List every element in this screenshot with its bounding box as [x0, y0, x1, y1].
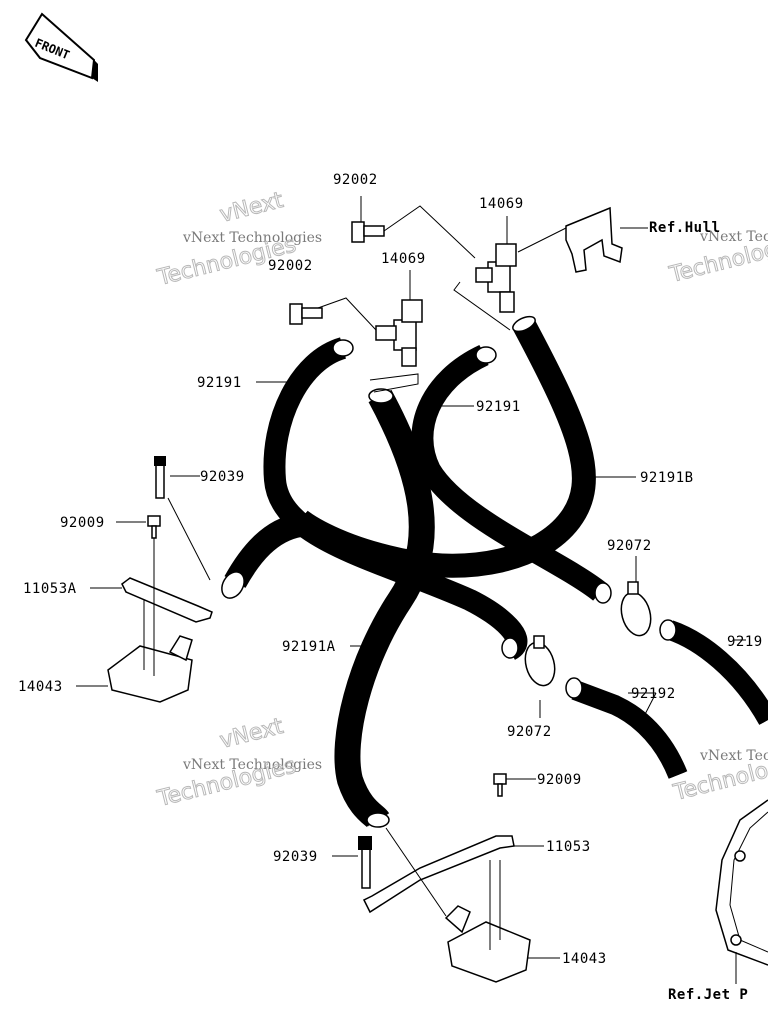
part-label-92191b: 92191B — [640, 470, 694, 486]
watermark-small: vNext Technologies — [699, 748, 768, 764]
watermark-big: vNext — [217, 188, 286, 228]
part-labels: 92002 14069 Ref.Hull 14069 92002 92191 9… — [18, 172, 763, 1003]
hose-92191a — [334, 388, 435, 829]
clamp-92072-right — [620, 581, 652, 637]
part-label-14043: 14043 — [18, 679, 63, 695]
part-label-92191: 92191 — [197, 375, 242, 391]
part-label-14069: 14069 — [479, 196, 524, 212]
ref-label-jet-pump: Ref.Jet P — [668, 987, 748, 1003]
watermark-big: vNext — [217, 714, 286, 754]
watermark-group-bottom-right: vNext Technologies Technologies — [670, 747, 768, 807]
bolt-92039-bottom — [358, 836, 372, 889]
filter-14043-bottom — [444, 905, 531, 983]
watermark-group-top: vNext vNext Technologies Technologies — [154, 187, 322, 291]
part-label-14069: 14069 — [381, 251, 426, 267]
watermark-group-right: vNext Technologies Technologies — [666, 229, 768, 289]
part-label-92009: 92009 — [537, 772, 582, 788]
part-label-92039: 92039 — [273, 849, 318, 865]
bolt-92039-top — [154, 456, 166, 499]
part-label-92002: 92002 — [333, 172, 378, 188]
part-label-92002: 92002 — [268, 258, 313, 274]
fitting-14069-left — [375, 299, 423, 367]
watermark-small: vNext Technologies — [182, 230, 322, 246]
leader-lines — [76, 196, 746, 984]
part-label-92009: 92009 — [60, 515, 105, 531]
hose-92191-left — [263, 337, 528, 660]
filter-14043-top — [107, 635, 193, 703]
part-label-92072: 92072 — [607, 538, 652, 554]
front-direction-badge: FRONT — [24, 12, 98, 82]
fitting-14069-right — [475, 243, 517, 313]
clamp-92072-left — [524, 635, 556, 687]
hose-left-elbow — [221, 513, 303, 599]
hull-bracket — [565, 206, 623, 273]
bolt-92002-mid — [289, 303, 323, 325]
jet-pump-housing — [715, 799, 768, 966]
part-label-92191a: 92191A — [282, 639, 336, 655]
ref-label-hull: Ref.Hull — [649, 220, 720, 236]
watermark-small: vNext Technologies — [182, 757, 322, 773]
hose-92191-right — [411, 345, 612, 604]
watermark-small: vNext Technologies — [699, 229, 768, 245]
hose-9219-cut — [659, 619, 768, 725]
part-label-9219: 9219 — [727, 634, 763, 650]
part-label-92072: 92072 — [507, 724, 552, 740]
part-label-92039: 92039 — [200, 469, 245, 485]
bracket-11053 — [362, 835, 515, 914]
part-label-11053a: 11053A — [23, 581, 77, 597]
screw-92009-bottom — [493, 773, 507, 797]
part-label-92192: 92192 — [631, 686, 676, 702]
watermark-group-bottom: vNext vNext Technologies Technologies — [154, 713, 322, 812]
bracket-11053a — [121, 577, 213, 623]
hose-92192 — [565, 677, 688, 779]
bolt-92002-top — [351, 221, 385, 243]
part-label-92191: 92191 — [476, 399, 521, 415]
part-label-14043: 14043 — [562, 951, 607, 967]
screw-92009-top — [147, 515, 161, 539]
part-label-11053: 11053 — [546, 839, 591, 855]
